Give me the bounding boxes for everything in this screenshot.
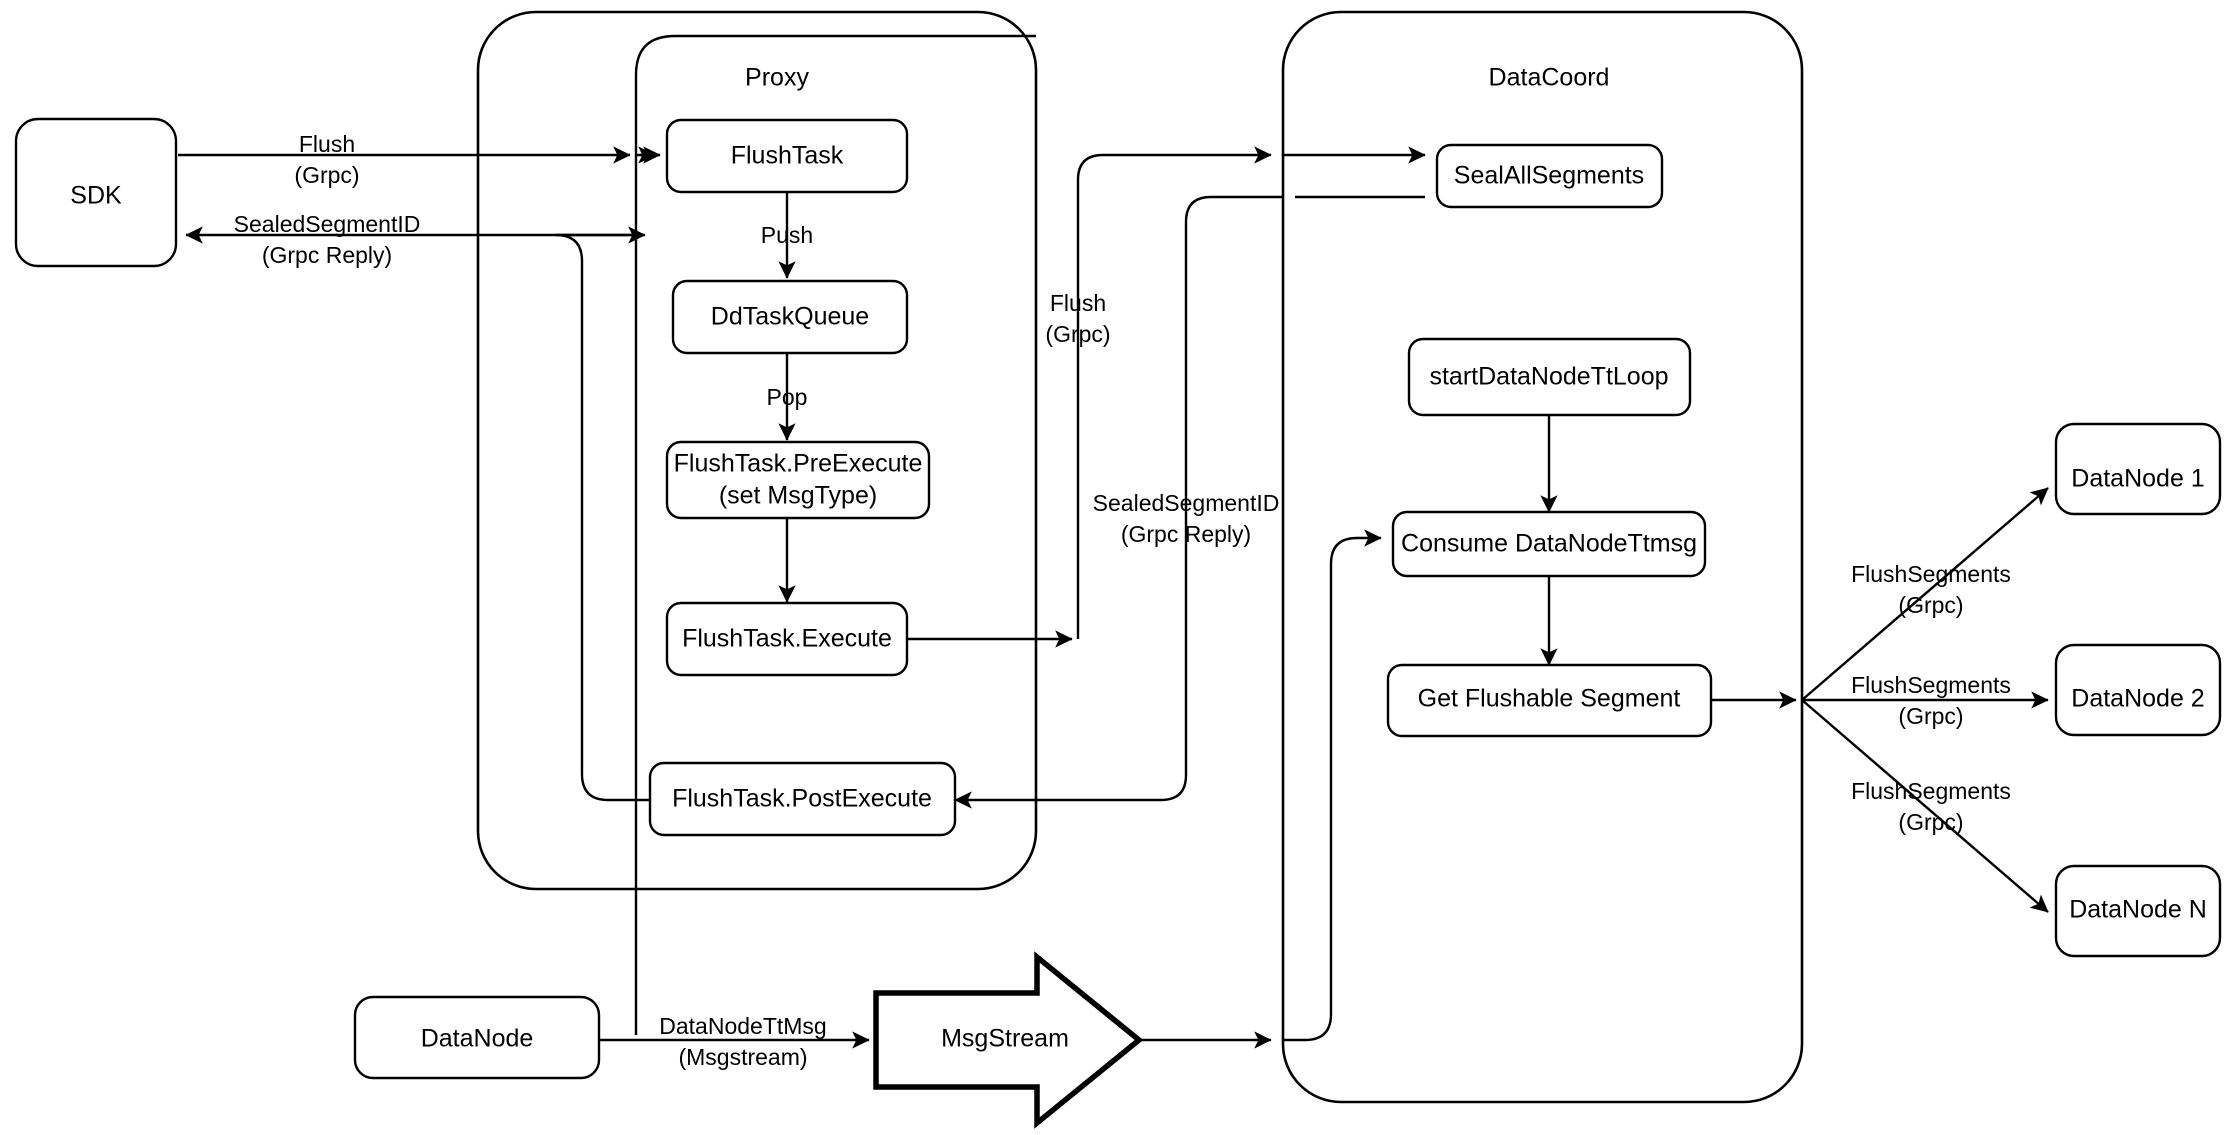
rail-sealed-segment-reply: SealedSegmentID (Grpc Reply)	[954, 195, 1425, 809]
datacoord-container-border	[1281, 10, 1804, 1104]
node-ddtaskqueue[interactable]: DdTaskQueue	[671, 279, 909, 355]
datanode-2-label: DataNode 2	[2071, 685, 2204, 713]
sdk-label: SDK	[70, 182, 122, 210]
edge-label-datanode-ttmsg-line1: DataNodeTtMsg	[659, 1013, 826, 1039]
node-datanode-source[interactable]: DataNode	[353, 995, 601, 1080]
flushtask-postexecute-label: FlushTask.PostExecute	[672, 785, 932, 813]
edge-label-proxy-reply-line2: (Grpc Reply)	[1121, 521, 1251, 547]
flushtask-execute-box[interactable]	[665, 601, 909, 677]
node-startdatanodettloop[interactable]: startDataNodeTtLoop	[1407, 337, 1692, 417]
edge-label-flushsegments-n-line2: (Grpc)	[1898, 809, 1963, 835]
edge-flushsegments-datanoden: FlushSegments (Grpc)	[1801, 699, 2049, 913]
node-msgstream[interactable]: MsgStream	[873, 951, 1144, 1129]
consume-datanodettmsg-box[interactable]	[1391, 510, 1707, 578]
edge-push: Push	[761, 191, 813, 279]
startdatanodettloop-box[interactable]	[1407, 337, 1692, 417]
flushtask-box[interactable]	[665, 118, 909, 194]
edge-label-flushsegments-1-line1: FlushSegments	[1851, 561, 2011, 587]
edge-label-datanode-ttmsg-line2: (Msgstream)	[678, 1044, 807, 1070]
get-flushable-segment-label: Get Flushable Segment	[1418, 685, 1681, 713]
edge-datanode-to-msgstream: DataNodeTtMsg (Msgstream)	[599, 1013, 870, 1070]
msgstream-label: MsgStream	[941, 1025, 1069, 1053]
edge-label-flushsegments-1-line2: (Grpc)	[1898, 592, 1963, 618]
consume-datanodettmsg-label: Consume DataNodeTtmsg	[1401, 530, 1697, 558]
node-consume-datanodettmsg[interactable]: Consume DataNodeTtmsg	[1391, 510, 1707, 578]
datanode-n-box[interactable]	[2054, 864, 2222, 958]
node-flushtask[interactable]: FlushTask	[665, 118, 909, 194]
edge-label-push: Push	[761, 222, 813, 248]
edge-label-sdk-flush-line2: (Grpc)	[294, 162, 359, 188]
edge-label-sdk-reply-line2: (Grpc Reply)	[262, 242, 392, 268]
node-flushtask-preexecute[interactable]: FlushTask.PreExecute (set MsgType)	[665, 440, 931, 520]
datanode-1-box[interactable]	[2054, 422, 2222, 516]
edge-label-flushsegments-n-line1: FlushSegments	[1851, 778, 2011, 804]
edge-sdk-flush: Flush (Grpc)	[178, 131, 661, 188]
flushtask-postexecute-box[interactable]	[648, 761, 957, 837]
edge-label-flushsegments-2-line2: (Grpc)	[1898, 703, 1963, 729]
edge-postexecute-to-reply	[555, 226, 652, 802]
flushtask-preexecute-label-line2: (set MsgType)	[719, 482, 877, 510]
edge-label-proxy-flush-line1: Flush	[1050, 290, 1106, 316]
get-flushable-segment-box[interactable]	[1386, 663, 1713, 738]
container-proxy: Proxy	[476, 10, 1038, 891]
node-sealallsegments[interactable]: SealAllSegments	[1435, 143, 1664, 209]
datanode-source-label: DataNode	[421, 1025, 534, 1053]
edge-label-proxy-reply-line1: SealedSegmentID	[1093, 490, 1280, 516]
edge-flushsegments-datanode2: FlushSegments (Grpc)	[1802, 672, 2049, 729]
flushtask-execute-label: FlushTask.Execute	[682, 625, 892, 653]
flushtask-preexecute-label-line1: FlushTask.PreExecute	[674, 450, 923, 478]
node-flushtask-execute[interactable]: FlushTask.Execute	[665, 601, 909, 677]
startdatanodettloop-label: startDataNodeTtLoop	[1429, 363, 1668, 391]
edge-label-pop: Pop	[767, 384, 808, 410]
msgstream-arrow-shape[interactable]	[873, 951, 1144, 1129]
flushtask-label: FlushTask	[731, 142, 844, 170]
ddtaskqueue-label: DdTaskQueue	[711, 303, 869, 331]
proxy-container-label: Proxy	[745, 64, 809, 92]
edge-label-proxy-flush-line2: (Grpc)	[1045, 321, 1110, 347]
proxy-container-border	[476, 10, 1038, 891]
datacoord-container-label: DataCoord	[1489, 64, 1610, 92]
edge-flushsegments-datanode1: FlushSegments (Grpc)	[1801, 487, 2049, 701]
datanode-2-box[interactable]	[2054, 643, 2222, 737]
rail-proxy-entry	[634, 34, 1036, 1035]
node-flushtask-postexecute[interactable]: FlushTask.PostExecute	[648, 761, 957, 837]
edge-msgstream-to-consume	[1139, 529, 1382, 1049]
datanode-n-label: DataNode N	[2069, 896, 2207, 924]
node-datanode-2[interactable]: DataNode 2	[2054, 643, 2222, 737]
sealallsegments-box[interactable]	[1435, 143, 1664, 209]
edge-label-sdk-reply-line1: SealedSegmentID	[234, 211, 421, 237]
ddtaskqueue-box[interactable]	[671, 279, 909, 355]
rail-flush-grpc: Flush (Grpc)	[1045, 146, 1426, 639]
datanode-1-label: DataNode 1	[2071, 465, 2204, 493]
node-sdk[interactable]: SDK	[14, 117, 178, 268]
node-get-flushable-segment[interactable]: Get Flushable Segment	[1386, 663, 1713, 738]
container-datacoord: DataCoord	[1281, 10, 1804, 1104]
node-datanode-1[interactable]: DataNode 1	[2054, 422, 2222, 516]
sdk-box[interactable]	[14, 117, 178, 268]
edge-label-sdk-flush-line1: Flush	[299, 131, 355, 157]
node-datanode-n[interactable]: DataNode N	[2054, 864, 2222, 958]
edge-label-flushsegments-2-line1: FlushSegments	[1851, 672, 2011, 698]
flushtask-preexecute-box[interactable]	[665, 440, 931, 520]
datanode-source-box[interactable]	[353, 995, 601, 1080]
sealallsegments-label: SealAllSegments	[1454, 162, 1644, 190]
edge-sealed-segment-reply-to-sdk: SealedSegmentID (Grpc Reply)	[185, 211, 636, 268]
edge-pop: Pop	[767, 353, 808, 441]
